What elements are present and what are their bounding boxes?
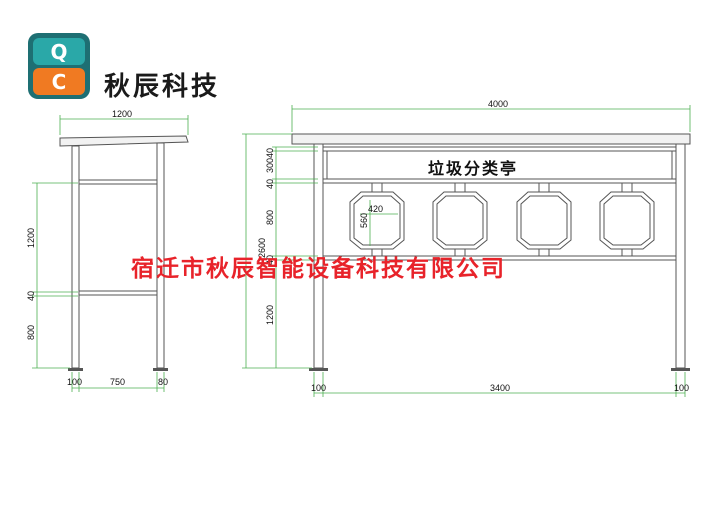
logo-letter-c: C [52, 70, 67, 94]
side-height-label-3: 800 [26, 325, 36, 340]
front-top-width-label: 4000 [488, 99, 508, 109]
brand-name: 秋辰科技 [104, 72, 220, 102]
octagon-window-2 [432, 182, 488, 257]
front-height-label-6: 1200 [265, 305, 275, 325]
front-height-label-2: 300 [265, 158, 275, 173]
side-bottom-label-2: 750 [110, 377, 125, 387]
side-height-label-1: 1200 [26, 228, 36, 248]
front-height-label-4: 800 [265, 210, 275, 225]
window-height-label: 560 [359, 213, 369, 228]
front-height-label-5: 40 [265, 255, 275, 265]
side-top-width-label: 1200 [112, 109, 132, 119]
side-view: 1200 1200 40 800 100 750 80 [26, 109, 189, 392]
company-watermark: 宿迁市秋辰智能设备科技有限公司 [131, 255, 506, 282]
logo-letter-q: Q [50, 40, 67, 64]
octagon-window-4 [599, 182, 655, 257]
front-bottom-label-1: 100 [311, 383, 326, 393]
front-bottom-label-2: 3400 [490, 383, 510, 393]
side-height-label-2: 40 [26, 291, 36, 301]
sign-text: 垃圾分类亭 [428, 159, 518, 178]
side-bottom-label-3: 80 [158, 377, 168, 387]
window-width-label: 420 [368, 204, 383, 214]
front-total-height-label: 2600 [257, 238, 267, 258]
front-bottom-label-3: 100 [674, 383, 689, 393]
side-bottom-label-1: 100 [67, 377, 82, 387]
front-view: 4000 垃圾分类亭 [242, 99, 691, 397]
front-height-label-3: 40 [265, 179, 275, 189]
octagon-window-3 [516, 182, 572, 257]
octagon-window-1 [349, 182, 405, 257]
front-height-label-1: 40 [265, 148, 275, 158]
company-logo: Q C [28, 33, 90, 99]
